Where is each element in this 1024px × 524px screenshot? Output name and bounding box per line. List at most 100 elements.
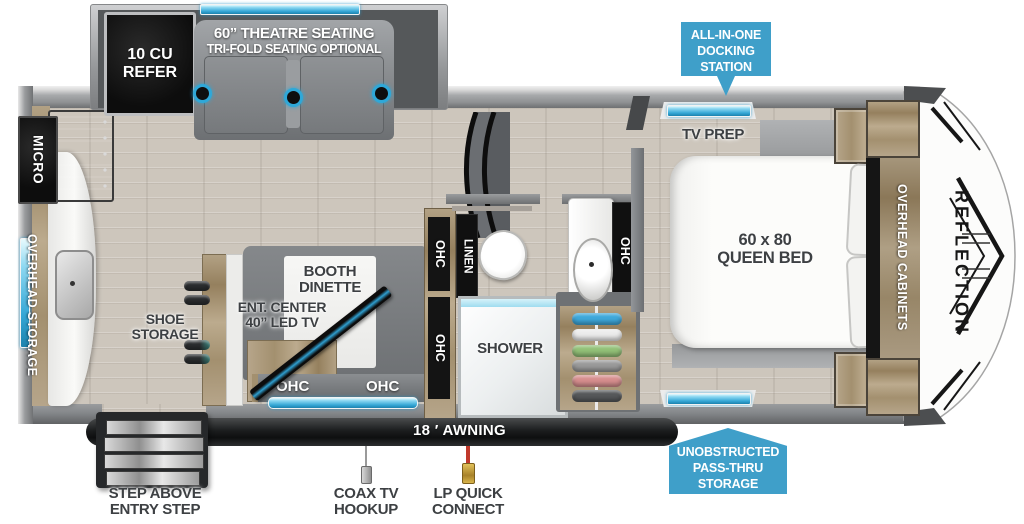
shoe-blue-icon bbox=[572, 313, 622, 325]
shower-label: SHOWER bbox=[477, 340, 543, 357]
passthru-callout-line1: UNOBSTRUCTED bbox=[676, 445, 780, 459]
micro-label: MICRO bbox=[30, 135, 47, 185]
ent-center-label-line1: ENT. CENTER bbox=[237, 299, 327, 315]
docking-callout-line1: ALL-IN-ONE bbox=[690, 28, 762, 42]
cupholder-center-icon bbox=[284, 88, 303, 107]
shoe-pair-icon bbox=[184, 281, 210, 291]
theatre-seat-right bbox=[300, 56, 384, 134]
docking-callout-line2: DOCKING bbox=[697, 44, 755, 58]
dinette-window bbox=[268, 397, 418, 409]
theatre-label-line1: 60” THEATRE SEATING bbox=[213, 25, 375, 42]
theatre-seating: 60” THEATRE SEATING TRI-FOLD SEATING OPT… bbox=[193, 20, 394, 140]
bath-wall-top bbox=[446, 194, 540, 204]
ohc-label-pantry-top: OHC bbox=[432, 240, 447, 268]
booth-label-line1: BOOTH bbox=[303, 263, 357, 280]
queen-bed-label-line1: 60 x 80 bbox=[738, 231, 792, 249]
queen-bed bbox=[670, 156, 882, 348]
shoe-white-icon bbox=[572, 329, 622, 341]
linen-cabinet: LINEN bbox=[456, 214, 478, 298]
lp-label-line2: CONNECT bbox=[431, 501, 505, 519]
shoe-pair-icon bbox=[184, 340, 210, 350]
ohc-pantry-column: OHC OHC bbox=[424, 208, 456, 420]
refer-label-line2: REFER bbox=[122, 64, 178, 81]
bedroom-half-wall bbox=[631, 148, 644, 312]
cupholder-left-icon bbox=[193, 84, 212, 103]
coax-label-line1: COAX TV bbox=[333, 485, 399, 502]
kitchen-window bbox=[20, 238, 30, 348]
ohc-pantry-door-top: OHC bbox=[428, 217, 450, 291]
theatre-label: 60” THEATRE SEATING TRI-FOLD SEATING OPT… bbox=[194, 25, 394, 56]
shoe-storage-cabinet-side bbox=[226, 254, 243, 406]
reflection-logo: REFLECTION bbox=[951, 189, 972, 335]
ent-center-label: ENT. CENTER 40” LED TV bbox=[226, 299, 338, 331]
shower-stall: SHOWER bbox=[458, 296, 568, 418]
entry-steps bbox=[96, 412, 208, 488]
cupholder-right-icon bbox=[372, 84, 391, 103]
vanity-faucet-icon bbox=[589, 262, 594, 267]
step-tread-1 bbox=[106, 420, 202, 435]
awning-label: 18 ′ AWNING bbox=[412, 422, 506, 439]
linen-label: LINEN bbox=[461, 238, 474, 274]
shoe-storage-cabinet bbox=[202, 254, 228, 406]
shoe-green-icon bbox=[572, 345, 622, 357]
shoe-storage-label: SHOE STORAGE bbox=[128, 311, 202, 343]
ent-center-label-line2: 40” LED TV bbox=[245, 314, 319, 331]
shoe-pair-icon bbox=[184, 295, 210, 305]
step-label: STEP ABOVE ENTRY STEP bbox=[88, 485, 222, 519]
shoe-gray-icon bbox=[572, 360, 622, 372]
theatre-seat-left bbox=[204, 56, 288, 134]
step-label-line1: STEP ABOVE bbox=[108, 485, 202, 502]
overhead-cabinets-wood-top bbox=[866, 100, 920, 158]
shower-glass-edge bbox=[461, 299, 559, 307]
vanity-sink-icon bbox=[573, 238, 613, 302]
step-tread-2 bbox=[104, 437, 204, 452]
step-label-line2: ENTRY STEP bbox=[109, 501, 201, 519]
overhead-cabinets-face bbox=[880, 158, 920, 358]
ohc-label-pantry-bottom: OHC bbox=[432, 334, 447, 362]
booth-label-line2: DINETTE bbox=[298, 279, 362, 297]
queen-bed-label-line2: QUEEN BED bbox=[717, 248, 813, 267]
overhead-cabinets-band: OVERHEAD CABINETS bbox=[866, 100, 920, 416]
stove-knobs-icon bbox=[102, 116, 109, 192]
passthru-callout-line3: STORAGE bbox=[697, 477, 759, 491]
shoe-storage-label-line2: STORAGE bbox=[131, 326, 199, 343]
ohc-label-bath: OHC bbox=[617, 237, 632, 265]
overhead-cabinets-wood-bottom bbox=[866, 358, 920, 416]
ohc-pantry-door-bottom: OHC bbox=[428, 297, 450, 399]
shoe-storage-label-line1: SHOE bbox=[145, 311, 185, 327]
shoe-dark-icon bbox=[572, 390, 622, 402]
tv-prep-label: TV PREP bbox=[681, 126, 745, 143]
overhead-cabinets-label: OVERHEAD CABINETS bbox=[894, 183, 909, 331]
docking-callout-line3: STATION bbox=[700, 60, 752, 74]
theatre-label-line2: TRI-FOLD SEATING OPTIONAL bbox=[206, 41, 382, 56]
slideout-window bbox=[200, 4, 360, 15]
step-tread-4 bbox=[106, 471, 200, 486]
shoe-pair-icon bbox=[184, 354, 210, 364]
overhead-storage-label: OVERHEAD STORAGE bbox=[24, 233, 39, 377]
refer-label-line1: 10 CU bbox=[127, 46, 173, 64]
passthru-callout-line2: PASS-THRU bbox=[692, 461, 764, 475]
lp-stem bbox=[466, 446, 470, 466]
queen-bed-label: 60 x 80 QUEEN BED bbox=[700, 231, 830, 268]
wardrobe-door-track bbox=[595, 306, 598, 410]
coax-connector-icon bbox=[361, 466, 372, 484]
ohc-label-dinette-right: OHC bbox=[366, 378, 400, 395]
lp-connector-icon bbox=[462, 463, 475, 484]
coax-label: COAX TV HOOKUP bbox=[320, 485, 412, 519]
front-cap bbox=[903, 86, 1016, 426]
bath-wall-ledge bbox=[452, 206, 532, 211]
coax-stem bbox=[365, 446, 367, 468]
lp-label-line1: LP QUICK bbox=[433, 485, 503, 502]
microwave: MICRO bbox=[18, 116, 58, 204]
lp-label: LP QUICK CONNECT bbox=[420, 485, 516, 519]
refrigerator: 10 CU REFER bbox=[104, 12, 196, 116]
sink-drain-icon bbox=[70, 281, 75, 286]
bedroom-window-top bbox=[667, 105, 751, 117]
ohc-label-dinette-left: OHC bbox=[276, 378, 310, 395]
passthru-storage-callout: UNOBSTRUCTED PASS-THRU STORAGE bbox=[669, 428, 787, 494]
coax-label-line2: HOOKUP bbox=[333, 501, 399, 519]
shoe-pink-icon bbox=[572, 375, 622, 387]
bedroom-window-bottom bbox=[667, 393, 751, 405]
step-tread-3 bbox=[104, 454, 204, 469]
